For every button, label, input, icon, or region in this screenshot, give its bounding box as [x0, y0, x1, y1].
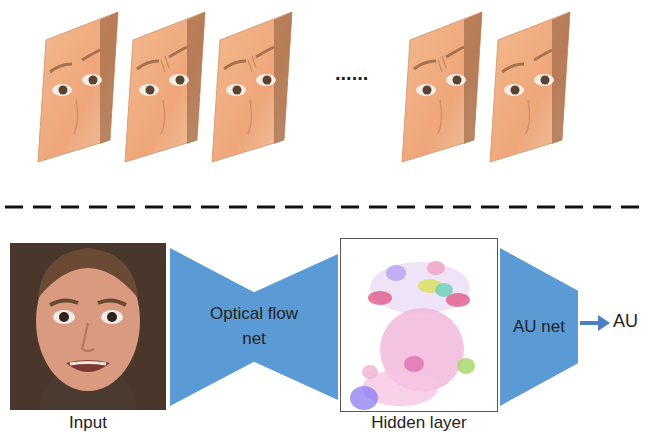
output-label: AU — [613, 311, 638, 332]
network-block: AU net — [500, 248, 578, 406]
input-image: Input — [10, 243, 166, 436]
shape — [10, 243, 166, 436]
block-label: Optical flow net — [202, 302, 306, 351]
shape — [170, 248, 338, 406]
hidden-layer-image: Hidden layer — [340, 238, 498, 436]
image-caption: Input — [10, 411, 166, 436]
arrow-head — [598, 315, 610, 331]
network-block: Optical flow net — [170, 248, 338, 406]
ellipsis: ...... — [335, 62, 368, 85]
divider-line — [5, 206, 646, 209]
block-label: AU net — [505, 315, 573, 340]
image-caption: Hidden layer — [340, 411, 498, 436]
shape — [340, 238, 498, 436]
face-frames — [38, 12, 570, 162]
output-arrow — [580, 321, 600, 325]
